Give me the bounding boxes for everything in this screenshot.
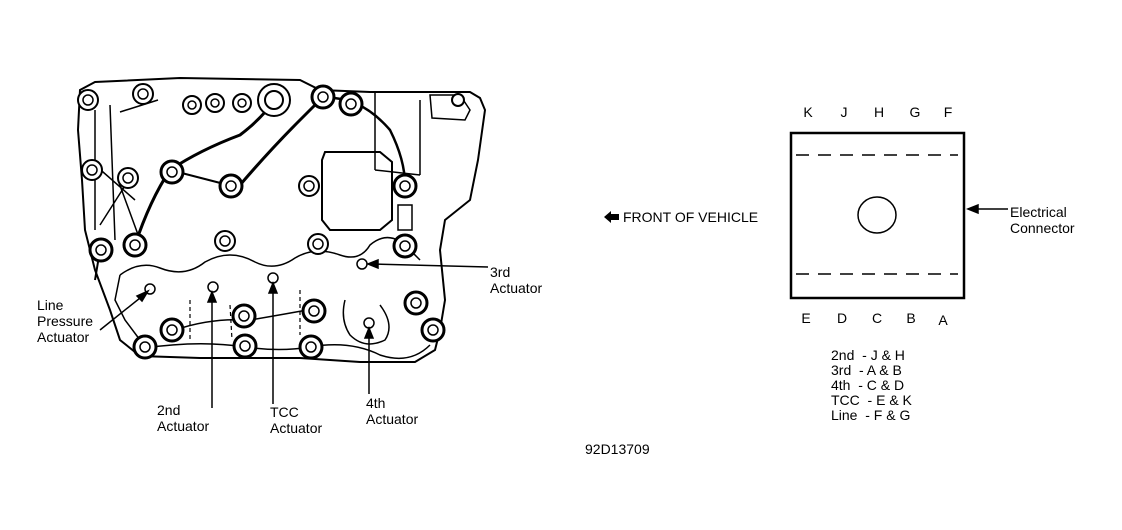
bolt <box>257 83 291 117</box>
pin-label-d: D <box>836 310 848 326</box>
bolt <box>338 91 364 117</box>
bolt <box>298 334 324 360</box>
pin-label-c: C <box>871 310 883 326</box>
pin-label-a: A <box>938 312 948 328</box>
figure-id: 92D13709 <box>585 441 650 457</box>
bolt <box>122 232 148 258</box>
legend-text: 4th - C & D <box>831 377 905 393</box>
bolt <box>117 167 139 189</box>
pin-legend: 2nd - J & H 3rd - A & B 4th - C & D TCC … <box>831 348 912 423</box>
third-actuator-port <box>356 258 368 270</box>
label-line-2: Actuator <box>270 420 323 436</box>
electrical-connector-label: Electrical Connector <box>1010 204 1075 236</box>
bolt <box>218 173 244 199</box>
legend-text: 3rd - A & B <box>831 362 902 378</box>
label-line-2: Actuator <box>490 280 543 296</box>
pin-label-f: F <box>943 104 953 120</box>
legend-row: 3rd - A & B <box>831 363 912 378</box>
bolt <box>132 83 154 105</box>
bolt <box>88 237 114 263</box>
bolt <box>77 89 99 111</box>
bolt <box>298 175 320 197</box>
legend-text: TCC - E & K <box>831 392 912 408</box>
front-of-vehicle-label: FRONT OF VEHICLE <box>623 209 759 225</box>
legend-row: TCC - E & K <box>831 393 912 408</box>
label-line-3: Actuator <box>37 329 90 345</box>
label-line-1: 4th <box>366 395 386 411</box>
third-actuator-leader <box>370 263 489 268</box>
pin-label-g: G <box>909 104 921 120</box>
bolt <box>81 159 103 181</box>
label-line-1: 3rd <box>490 264 511 280</box>
connector-body <box>789 131 966 300</box>
inner-window <box>321 151 393 231</box>
pin-label-j: J <box>840 104 848 120</box>
bolt <box>205 93 225 113</box>
pin-label-e: E <box>801 310 811 326</box>
label-line-1: Line <box>37 297 64 313</box>
bolt <box>392 233 418 259</box>
label-line-2: Connector <box>1010 220 1075 236</box>
bolt <box>232 333 258 359</box>
bolt <box>392 173 418 199</box>
tcc-actuator-label: TCC Actuator <box>270 404 322 436</box>
valve-body-outline <box>76 76 487 363</box>
bolt <box>232 93 252 113</box>
second-actuator-label: 2nd Actuator <box>157 402 209 434</box>
bolt <box>310 84 336 110</box>
label-line-2: Actuator <box>366 411 419 427</box>
label-line-1: 2nd <box>157 402 181 418</box>
fourth-actuator-label: 4th Actuator <box>366 395 418 427</box>
bolt <box>132 334 158 360</box>
label-line-1: TCC <box>270 404 299 420</box>
inner-contour <box>119 236 421 276</box>
bolt <box>231 303 257 329</box>
bolt <box>301 298 327 324</box>
legend-row: 4th - C & D <box>831 378 912 393</box>
pin-label-h: H <box>873 104 885 120</box>
second-actuator-port <box>207 281 219 293</box>
bolt <box>159 159 185 185</box>
connector-center-hole <box>857 196 897 234</box>
pin-label-k: K <box>803 104 813 120</box>
bolt <box>182 95 202 115</box>
legend-row: 2nd - J & H <box>831 348 912 363</box>
bolt <box>159 317 185 343</box>
front-arrow-icon <box>604 211 619 223</box>
bolt <box>307 233 329 255</box>
legend-text: 2nd - J & H <box>831 347 905 363</box>
bolt <box>214 230 236 252</box>
label-line-1: Electrical <box>1010 204 1067 220</box>
third-actuator-label: 3rd Actuator <box>490 264 542 296</box>
bolt <box>403 290 429 316</box>
label-line-2: Pressure <box>37 313 94 329</box>
legend-text: Line - F & G <box>831 407 911 423</box>
line-pressure-leader <box>99 293 146 331</box>
legend-row: Line - F & G <box>831 408 912 423</box>
bolt <box>451 93 465 107</box>
bolt <box>420 317 446 343</box>
line-pressure-actuator-label: Line Pressure Actuator <box>37 297 93 345</box>
label-line-2: Actuator <box>157 418 210 434</box>
pin-label-b: B <box>906 310 916 326</box>
